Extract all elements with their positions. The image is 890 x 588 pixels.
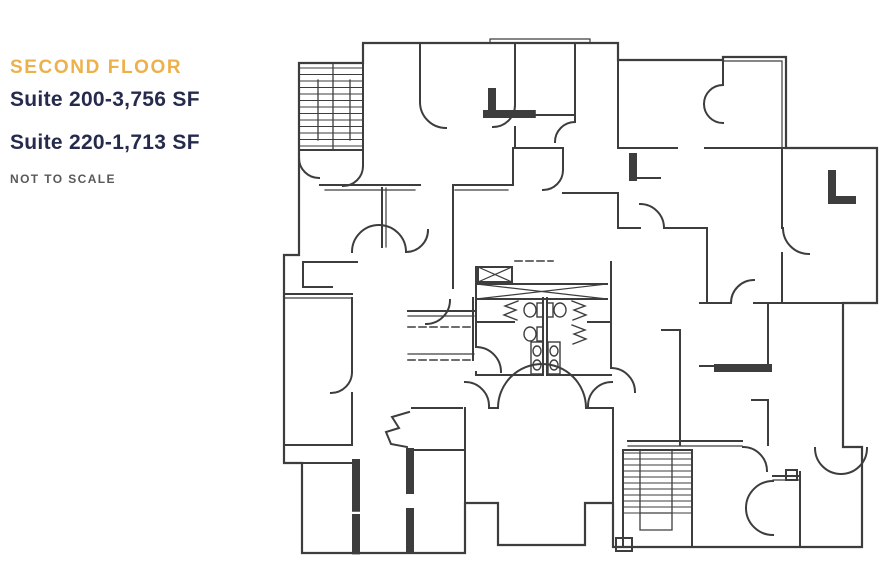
suite-200-label: Suite 200-3,756 SF [10, 88, 200, 111]
stairwell-bottom [615, 440, 743, 552]
lower-corridor [384, 363, 614, 504]
restroom-fixtures [502, 300, 588, 375]
suite-220-label: Suite 220-1,713 SF [10, 131, 200, 154]
bottom-right-suite [772, 469, 801, 548]
bottom-left-office [301, 448, 466, 555]
upper-interior-walls [419, 42, 787, 229]
cabinet-tick-strips [483, 88, 860, 204]
right-wing-walls [617, 147, 844, 446]
page-title: SECOND FLOOR [10, 57, 183, 78]
center-left-walls [283, 184, 475, 446]
stairwell-top-left [298, 62, 364, 167]
door-swing-arcs [297, 83, 869, 537]
building-outline [282, 41, 879, 555]
not-to-scale-note: NOT TO SCALE [10, 172, 116, 186]
